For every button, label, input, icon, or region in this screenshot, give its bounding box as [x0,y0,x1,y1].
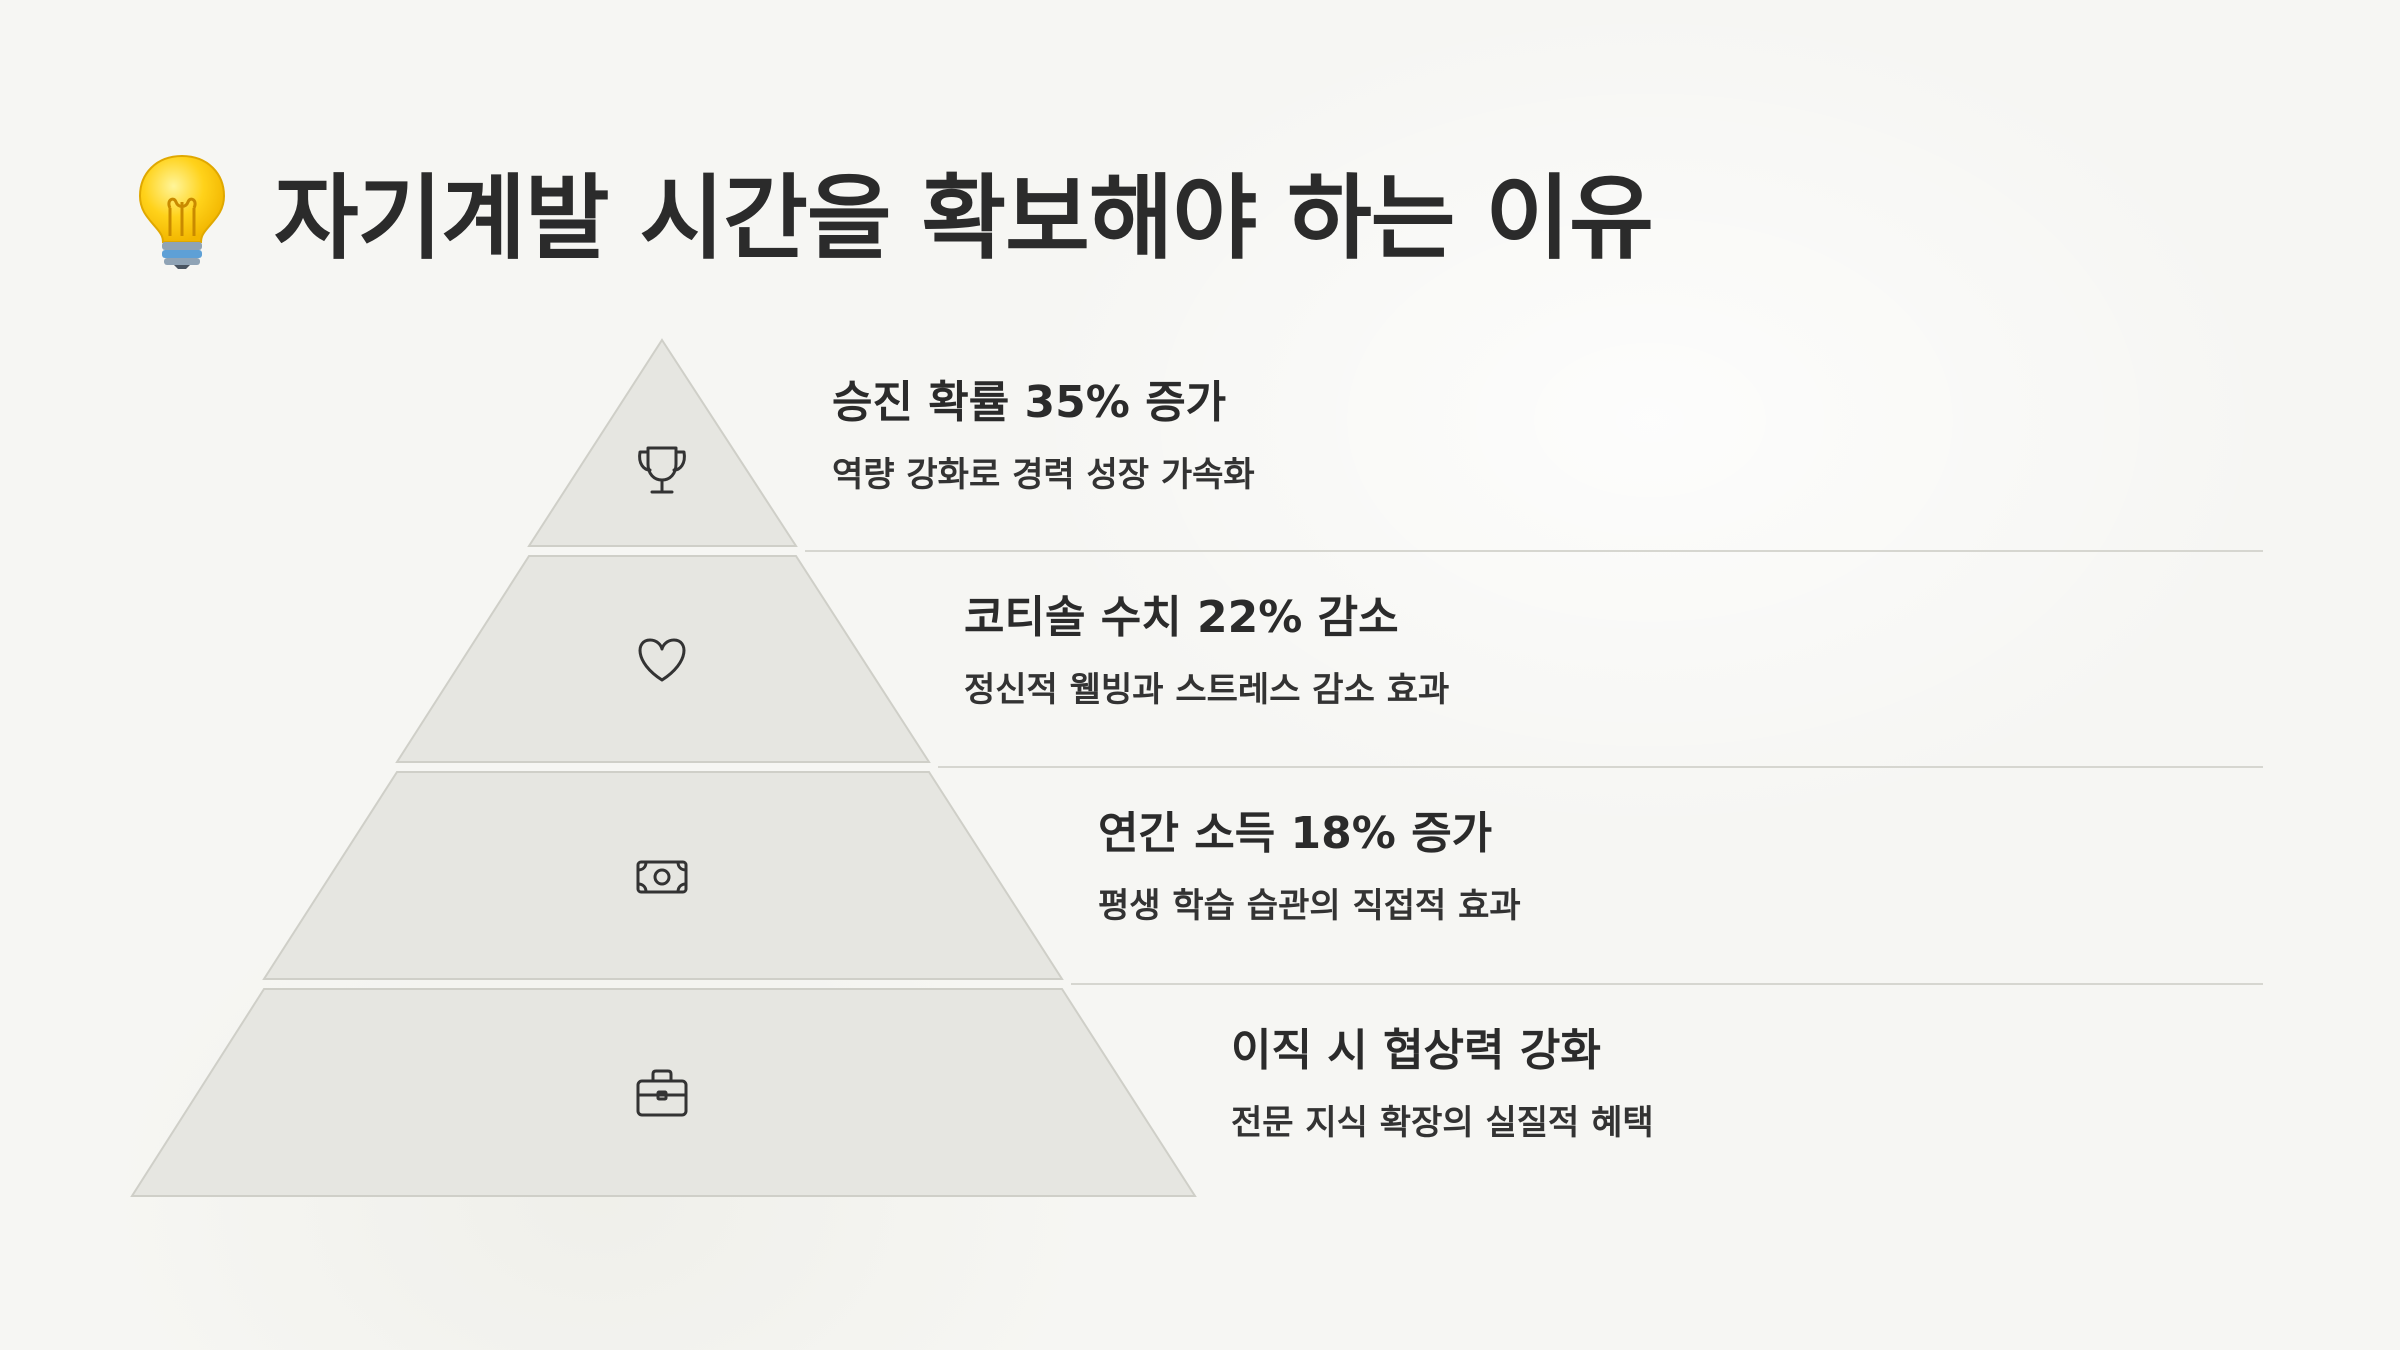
money-icon [636,860,688,894]
level-1-desc: 역량 강화로 경력 성장 가속화 [832,455,1255,495]
level-3-title: 연간 소득 18% 증가 [1098,808,1493,859]
level-1-title: 승진 확률 35% 증가 [832,377,1227,428]
level-2-text: 코티솔 수치 22% 감소 정신적 웰빙과 스트레스 감소 효과 [964,590,1449,712]
level-1-text: 승진 확률 35% 증가 역량 강화로 경력 성장 가속화 [832,375,1255,497]
divider-2 [938,766,2263,768]
trophy-icon [638,446,686,494]
briefcase-icon [636,1069,688,1117]
level-2-title: 코티솔 수치 22% 감소 [964,592,1399,643]
level-4-text: 이직 시 협상력 강화 전문 지식 확장의 실질적 혜택 [1231,1023,1654,1145]
divider-1 [805,550,2263,552]
page-title: 자기계발 시간을 확보해야 하는 이유 [274,164,1654,272]
title-row: 자기계발 시간을 확보해야 하는 이유 [130,150,1654,272]
pyramid-segment-2 [395,555,931,763]
level-4-desc: 전문 지식 확장의 실질적 혜택 [1231,1103,1654,1143]
pyramid-segment-3 [262,771,1064,980]
level-3-desc: 평생 학습 습관의 직접적 효과 [1098,886,1521,926]
pyramid-segment-1 [527,338,798,547]
level-3-text: 연간 소득 18% 증가 평생 학습 습관의 직접적 효과 [1098,806,1521,928]
level-4-title: 이직 시 협상력 강화 [1231,1025,1601,1076]
heart-icon [638,638,686,682]
divider-3 [1071,983,2263,985]
lightbulb-icon [138,154,226,269]
level-2-desc: 정신적 웰빙과 스트레스 감소 효과 [964,670,1450,710]
